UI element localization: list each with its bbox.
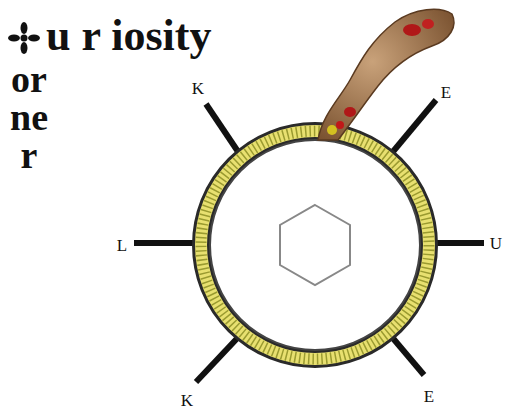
spoke-letter: L bbox=[117, 237, 127, 254]
title-word: u r iosity bbox=[46, 14, 211, 58]
spoke-letter: K bbox=[192, 80, 204, 97]
snake-ring bbox=[201, 131, 429, 359]
cross-symbol bbox=[8, 22, 40, 54]
snake-head bbox=[318, 9, 454, 140]
spokes bbox=[134, 100, 484, 382]
spoke-letter: E bbox=[441, 84, 451, 101]
spoke-letter: U bbox=[490, 235, 502, 252]
vertical-word: orner bbox=[10, 60, 48, 174]
spoke-letter: E bbox=[424, 388, 434, 405]
spoke-letter: K bbox=[181, 392, 193, 409]
benzene-hexagon bbox=[280, 205, 350, 285]
